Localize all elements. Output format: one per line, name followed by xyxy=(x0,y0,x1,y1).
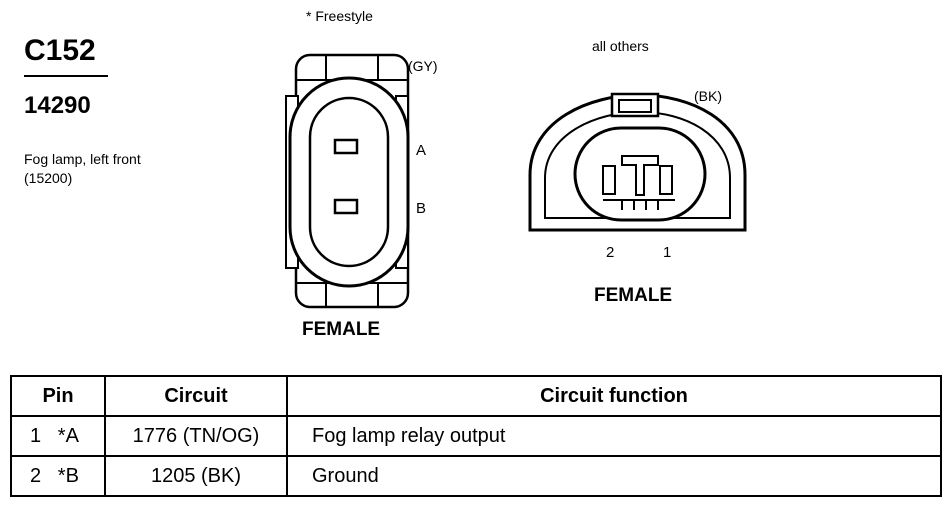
connector-face xyxy=(308,96,390,268)
table-header-row: Pin Circuit Circuit function xyxy=(10,375,942,417)
pin-table: Pin Circuit Circuit function 1 *A 1776 (… xyxy=(10,375,942,497)
row-pin: 1 *A xyxy=(10,415,106,457)
connector-id-underline xyxy=(24,75,108,77)
row-pin: 2 *B xyxy=(10,455,106,497)
terminal-1-cavity xyxy=(659,165,673,195)
right-connector-color: (BK) xyxy=(694,88,722,104)
terminal-b-cavity xyxy=(333,198,359,215)
terminal-1-label: 1 xyxy=(663,244,672,261)
freestyle-connector-drawing xyxy=(285,53,410,309)
terminal-2-label: 2 xyxy=(606,244,615,261)
row-circuit-function: Fog lamp relay output xyxy=(286,415,942,457)
row-circuit-function: Ground xyxy=(286,455,942,497)
row-circuit: 1205 (BK) xyxy=(104,455,288,497)
other-connector-drawing xyxy=(528,92,747,232)
description-line-1: Fog lamp, left front xyxy=(24,151,141,167)
all-others-note: all others xyxy=(592,38,649,54)
connector-body xyxy=(288,76,410,288)
terminal-b-label: B xyxy=(416,200,427,217)
connector-diagrams xyxy=(285,53,747,309)
right-connector-gender: FEMALE xyxy=(594,285,673,306)
header-pin: Pin xyxy=(10,375,106,417)
table-row: 1 *A 1776 (TN/OG) Fog lamp relay output xyxy=(10,415,942,457)
description-line-2: (15200) xyxy=(24,170,73,186)
table-row: 2 *B 1205 (BK) Ground xyxy=(10,455,942,497)
terminal-a-label: A xyxy=(416,142,427,159)
header-circuit-function: Circuit function xyxy=(286,375,942,417)
left-connector-color: (GY) xyxy=(408,58,438,74)
part-number: 14290 xyxy=(24,92,91,119)
terminal-2-cavity xyxy=(602,165,616,195)
freestyle-note: * Freestyle xyxy=(306,8,373,24)
terminal-a-cavity xyxy=(333,138,359,155)
connector-description: Fog lamp, left front (15200) xyxy=(24,150,141,188)
connector-id: C152 xyxy=(24,34,96,67)
left-connector-gender: FEMALE xyxy=(302,319,381,340)
row-circuit: 1776 (TN/OG) xyxy=(104,415,288,457)
header-circuit: Circuit xyxy=(104,375,288,417)
